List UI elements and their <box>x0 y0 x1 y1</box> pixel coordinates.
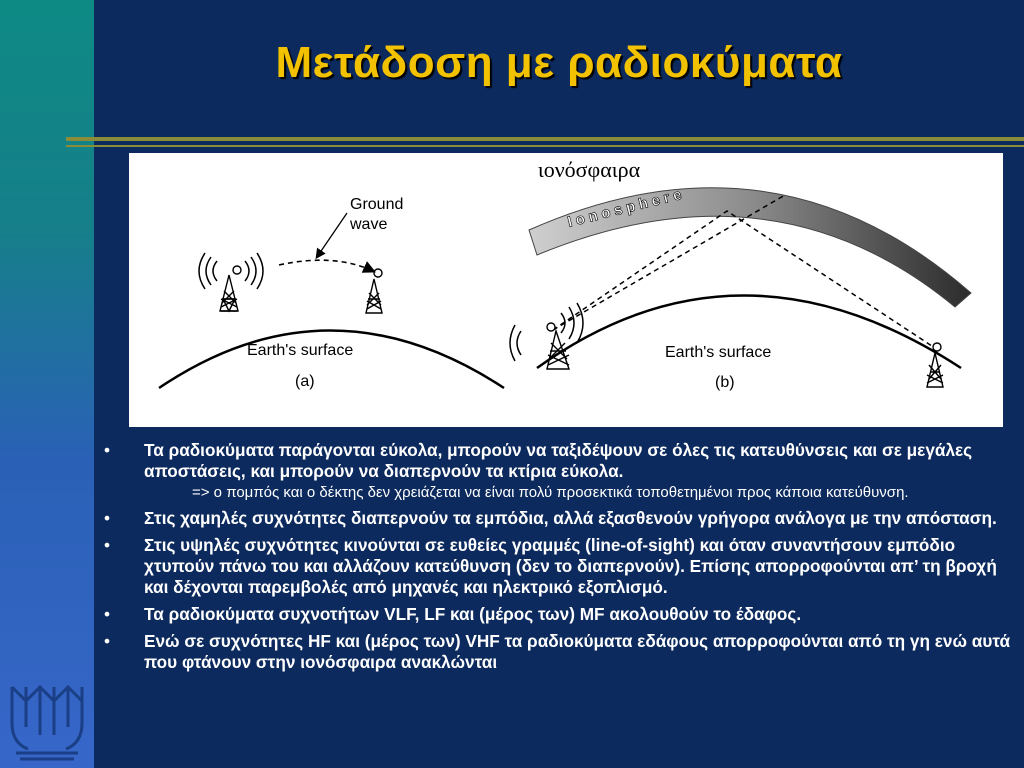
panel-b: Ionosphere Ear <box>509 185 972 391</box>
bullet-text: Στις χαμηλές συχνότητες διαπερνούν τα εμ… <box>144 508 997 528</box>
ground-wave-path <box>278 259 376 273</box>
bullet-list: • Τα ραδιοκύματα παράγονται εύκολα, μπορ… <box>104 440 1022 679</box>
ground-wave-pointer <box>315 212 348 260</box>
bullet-item: • Τα ραδιοκύματα συχνοτήτων VLF, LF και … <box>104 604 1022 625</box>
transmitter-tower-icon <box>219 265 242 313</box>
earth-surface-a <box>158 329 505 390</box>
bullet-text: Τα ραδιοκύματα συχνοτήτων VLF, LF και (μ… <box>144 604 802 624</box>
bullet-marker: • <box>104 535 111 555</box>
panel-a: Ground wave Earth's surface (a) <box>158 196 505 390</box>
earth-surface-label-b: Earth's surface <box>665 344 771 361</box>
transmitter-tower-b-icon <box>546 322 570 370</box>
bullet-text: Στις υψηλές συχνότητες κινούνται σε ευθε… <box>144 535 997 597</box>
sky-wave-paths <box>552 194 936 349</box>
slide-title: Μετάδοση με ραδιοκύματα <box>275 38 843 87</box>
bullet-item: • Στις υψηλές συχνότητες κινούνται σε ευ… <box>104 535 1022 598</box>
figure-caption: ιονόσφαιρα <box>537 157 641 182</box>
bullet-item: • Στις χαμηλές συχνότητες διαπερνούν τα … <box>104 508 1022 529</box>
signal-waves-icon <box>198 252 264 290</box>
figure-drawing: Ground wave Earth's surface (a) Ionosphe… <box>158 185 972 391</box>
bullet-marker: • <box>104 508 111 528</box>
receiver-tower-icon <box>365 268 383 314</box>
bullet-text: Ενώ σε συχνότητες HF και (μέρος των) VHF… <box>144 631 1011 672</box>
panel-b-label: (b) <box>715 374 735 391</box>
earth-surface-label-a: Earth's surface <box>247 342 353 359</box>
propagation-figure: Ground wave Earth's surface (a) Ionosphe… <box>129 153 1003 427</box>
title-rule <box>66 137 1024 141</box>
university-logo-icon <box>10 684 84 761</box>
receiver-tower-b-icon <box>926 342 944 388</box>
bullet-marker: • <box>104 440 111 460</box>
ground-wave-label-2: wave <box>349 216 387 233</box>
earth-surface-b <box>536 294 962 370</box>
bullet-item: • Τα ραδιοκύματα παράγονται εύκολα, μπορ… <box>104 440 1022 502</box>
bullet-marker: • <box>104 604 111 624</box>
bullet-subtext: => ο πομπός και ο δέκτης δεν χρειάζεται … <box>192 484 909 501</box>
left-gradient-bar <box>0 0 94 768</box>
bullet-item: • Ενώ σε συχνότητες HF και (μέρος των) V… <box>104 631 1022 673</box>
ground-wave-label-1: Ground <box>350 196 403 213</box>
panel-a-label: (a) <box>295 373 315 390</box>
bullet-text: Τα ραδιοκύματα παράγονται εύκολα, μπορού… <box>144 440 973 481</box>
bullet-marker: • <box>104 631 111 651</box>
title-rule-thin <box>66 145 1024 147</box>
ionosphere-band <box>528 187 972 308</box>
signal-waves-b-icon <box>509 302 584 362</box>
